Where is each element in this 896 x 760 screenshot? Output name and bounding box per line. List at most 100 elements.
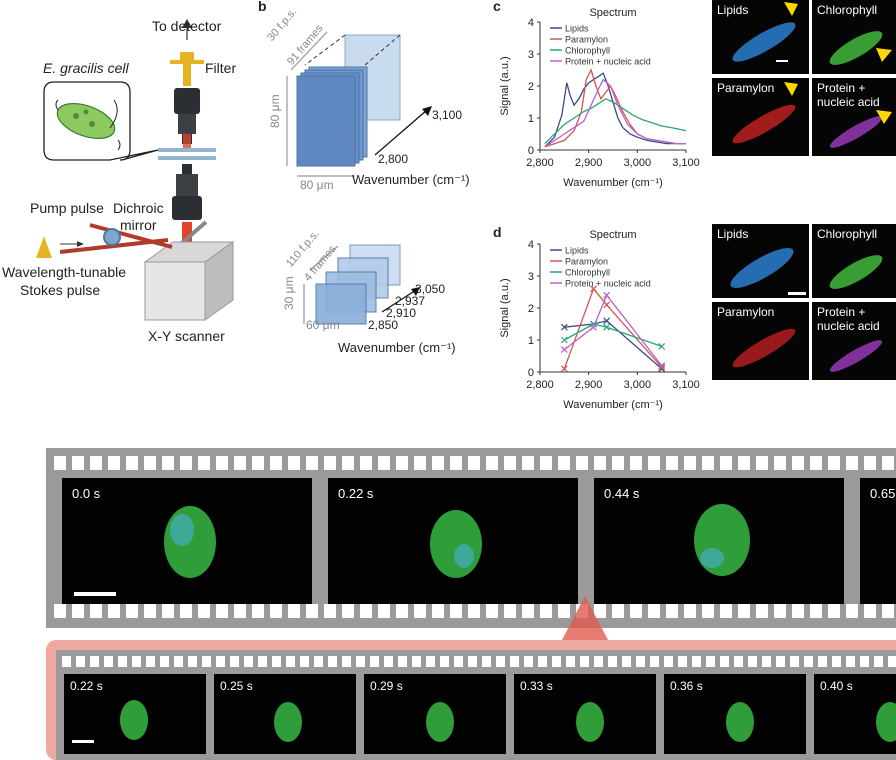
sprocket-row — [62, 656, 896, 668]
frame-time: 0.22 s — [70, 679, 103, 693]
frame-time: 0.25 s — [220, 679, 253, 693]
sprocket-hole — [144, 456, 156, 470]
legend-entry-2: Chlorophyll — [565, 46, 610, 56]
legend-entry-2: Chlorophyll — [565, 268, 610, 278]
sprocket-hole — [198, 604, 210, 618]
zoom-pointer — [562, 596, 608, 640]
sprocket-hole — [132, 656, 141, 667]
sprocket-hole — [666, 604, 678, 618]
panel-b-stack-bottom — [303, 244, 420, 325]
series-line-3 — [563, 293, 663, 367]
y-tick-label: 4 — [528, 239, 534, 251]
frame-time: 0.22 s — [338, 486, 374, 501]
x-tick-label: 3,100 — [672, 157, 700, 169]
sprocket-hole — [720, 656, 729, 667]
sprocket-hole — [774, 604, 786, 618]
series-line-3 — [544, 78, 686, 148]
data-point-marker — [658, 362, 666, 370]
frame-time: 0.29 s — [370, 679, 403, 693]
filter-label: Filter — [205, 60, 237, 76]
series-line-0 — [544, 72, 686, 148]
sprocket-hole — [738, 604, 750, 618]
x-axis-label: Wavenumber (cm⁻¹) — [563, 177, 663, 189]
cell-image — [732, 82, 798, 144]
micro-d-chlorophyll: Chlorophyll — [812, 224, 896, 298]
sprocket-hole — [356, 656, 365, 667]
sprocket-hole — [414, 604, 426, 618]
sprocket-hole — [126, 456, 138, 470]
tunable-label: Wavelength-tunable — [2, 264, 127, 280]
sprocket-hole — [692, 656, 701, 667]
frame-time: 0.33 s — [520, 679, 553, 693]
b-bottom-axis: Wavenumber (cm⁻¹) — [338, 340, 456, 355]
sprocket-hole — [864, 456, 876, 470]
sprocket-hole — [846, 656, 855, 667]
sprocket-hole — [776, 656, 785, 667]
sprocket-hole — [594, 604, 606, 618]
sprocket-hole — [288, 604, 300, 618]
y-tick-label: 3 — [528, 271, 534, 283]
x-tick-label: 3,000 — [624, 157, 652, 169]
sprocket-hole — [398, 656, 407, 667]
sprocket-hole — [180, 456, 192, 470]
cell-image — [576, 702, 604, 742]
sprocket-hole — [324, 456, 336, 470]
sprocket-hole — [882, 456, 894, 470]
sprocket-hole — [468, 604, 480, 618]
sprocket-hole — [198, 456, 210, 470]
sprocket-hole — [832, 656, 841, 667]
sprocket-hole — [72, 604, 84, 618]
frame-time: 0.40 s — [820, 679, 853, 693]
sprocket-hole — [720, 456, 732, 470]
cell-image — [732, 2, 798, 62]
sprocket-hole — [244, 656, 253, 667]
b-bottom-width: 60 μm — [306, 318, 340, 332]
sprocket-hole — [72, 456, 84, 470]
sprocket-hole — [860, 656, 869, 667]
sprocket-hole — [90, 456, 102, 470]
cell-image — [829, 340, 883, 372]
micro-c-paramylon-label: Paramylon — [717, 81, 775, 95]
x-tick-label: 3,000 — [624, 379, 652, 391]
b-bottom-w2: 2,937 — [395, 294, 426, 308]
legend-entry-1: Paramylon — [565, 35, 608, 45]
pump-pulse-label: Pump pulse — [30, 200, 104, 216]
sprocket-hole — [454, 656, 463, 667]
sprocket-hole — [360, 456, 372, 470]
sprocket-hole — [118, 656, 127, 667]
sprocket-hole — [432, 604, 444, 618]
sprocket-hole — [828, 604, 840, 618]
sprocket-hole — [378, 456, 390, 470]
mirror-label: mirror — [120, 217, 157, 233]
sprocket-hole — [608, 656, 617, 667]
data-point-marker — [560, 336, 568, 344]
micro-d-paramylon: Paramylon — [712, 302, 809, 380]
cell-image — [694, 504, 750, 576]
sprocket-hole — [734, 656, 743, 667]
sprocket-hole — [174, 656, 183, 667]
data-point-marker — [658, 342, 666, 350]
sprocket-hole — [504, 604, 516, 618]
sprocket-hole — [648, 604, 660, 618]
sprocket-row — [54, 604, 896, 618]
sprocket-hole — [108, 456, 120, 470]
sprocket-hole — [540, 456, 552, 470]
sprocket-hole — [468, 656, 477, 667]
frame-time: 0.44 s — [604, 486, 640, 501]
sprocket-hole — [756, 456, 768, 470]
sprocket-hole — [450, 604, 462, 618]
sprocket-hole — [384, 656, 393, 667]
sprocket-hole — [874, 656, 883, 667]
legend-entry-3: Protein + nucleic acid — [565, 279, 651, 289]
x-tick-label: 3,100 — [672, 379, 700, 391]
sprocket-hole — [54, 604, 66, 618]
panel-d-letter: d — [493, 224, 502, 240]
sprocket-hole — [702, 456, 714, 470]
cell-image — [829, 255, 883, 289]
b-top-width: 80 μm — [300, 178, 334, 192]
sprocket-hole — [756, 604, 768, 618]
sprocket-hole — [426, 656, 435, 667]
sprocket-hole — [630, 456, 642, 470]
sprocket-hole — [594, 656, 603, 667]
sprocket-hole — [702, 604, 714, 618]
